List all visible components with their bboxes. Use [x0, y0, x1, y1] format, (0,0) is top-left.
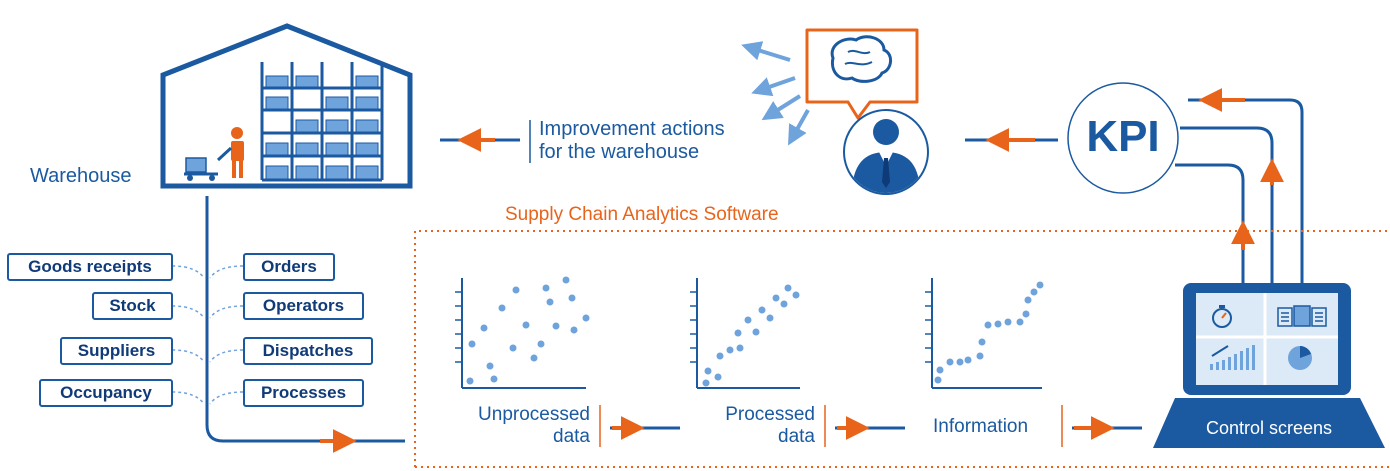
- processed-line1: Processed: [725, 404, 815, 425]
- brain-icon: [830, 35, 892, 83]
- chip-goods-receipts: Goods receipts: [7, 253, 173, 281]
- kpi-feedback-lines: [1175, 88, 1304, 285]
- kpi-circle: [1067, 82, 1179, 194]
- improvement-actions-line1: Improvement actions: [539, 118, 725, 140]
- software-title: Supply Chain Analytics Software: [505, 204, 779, 225]
- information-plot: [925, 278, 1044, 389]
- unprocessed-line2: data: [553, 425, 590, 447]
- laptop-icon: [1153, 283, 1385, 448]
- stopwatch-icon: [1212, 305, 1232, 328]
- chip-occupancy: Occupancy: [39, 379, 173, 407]
- warehouse-icon: [160, 23, 413, 189]
- improvement-actions-line2: for the warehouse: [539, 141, 700, 163]
- improvement-actions-label: Improvement actions for the warehouse: [539, 118, 725, 164]
- unprocessed-data-label: Unprocessed data: [445, 404, 590, 448]
- chip-orders: Orders: [243, 253, 335, 281]
- information-label: Information: [933, 416, 1029, 437]
- worker-icon: [184, 127, 244, 181]
- processed-line2: data: [778, 425, 815, 447]
- processed-data-plot: [690, 278, 800, 389]
- documents-icon: [1277, 305, 1327, 327]
- bar-chart-icon: [1210, 345, 1255, 370]
- software-boundary: [414, 230, 1390, 468]
- idea-arrows: [741, 41, 810, 146]
- manager-icon: [805, 28, 929, 195]
- kpi-label: KPI: [1086, 112, 1160, 161]
- control-screens-label: Control screens: [1205, 418, 1333, 438]
- chip-operators: Operators: [243, 292, 364, 320]
- unprocessed-data-plot: [455, 276, 590, 389]
- chip-stock: Stock: [92, 292, 173, 320]
- data-collection-line: [171, 196, 405, 453]
- warehouse-label: Warehouse: [30, 165, 132, 187]
- processed-data-label: Processed data: [690, 404, 815, 448]
- stage-arrows: [599, 405, 1142, 447]
- chip-dispatches: Dispatches: [243, 337, 373, 365]
- chip-suppliers: Suppliers: [60, 337, 173, 365]
- pie-chart-icon: [1288, 346, 1312, 370]
- unprocessed-line1: Unprocessed: [478, 404, 590, 425]
- chip-processes: Processes: [243, 379, 364, 407]
- improvement-arrow: [440, 120, 531, 163]
